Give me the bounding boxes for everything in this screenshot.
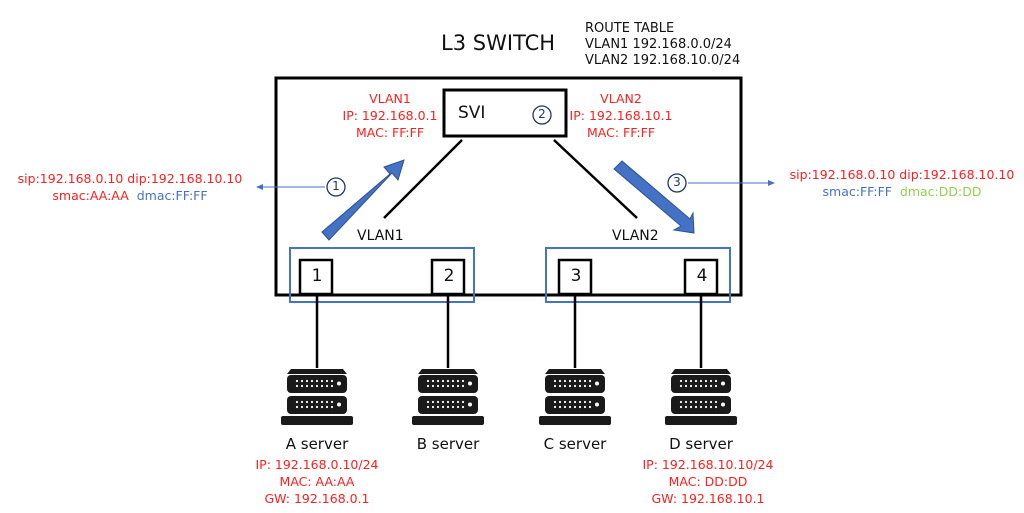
svi-vlan1-ip: IP: 192.168.0.1 [342,108,438,123]
vlan1-group [289,247,475,303]
route-entry: VLAN1 192.168.0.0/24 [585,37,732,52]
packet-out-dip: dip:192.168.10.10 [899,167,1015,182]
packet-out-info: sip:192.168.0.10 dip:192.168.10.10 smac:… [782,166,1022,200]
route-table-header: ROUTE TABLE [585,21,675,36]
vlan1-link [383,139,463,219]
step-2-circle [532,105,552,125]
port-2-label: 2 [443,266,455,286]
server-a-gw: GW: 192.168.0.1 [264,491,370,506]
packet-in-smac: smac:AA:AA [52,188,129,203]
callout-arrowhead-1 [256,184,263,190]
step-2-label: 2 [538,107,546,121]
packet-out-smac: smac:FF:FF [822,184,892,199]
packet-in-sip: sip:192.168.0.10 [17,171,124,186]
step-1-label: 1 [332,179,340,193]
flow-arrow-3 [613,160,695,234]
port-1-label: 1 [311,266,323,286]
svi-vlan2-info: VLAN2 IP: 192.168.10.1 MAC: FF:FF [565,90,677,141]
vlan2-group [545,247,731,303]
svi-vlan1-mac: MAC: FF:FF [355,125,425,140]
svi-vlan1-info: VLAN1 IP: 192.168.0.1 MAC: FF:FF [335,90,445,141]
svi-vlan2-name: VLAN2 [600,91,642,106]
server-d-name: D server [669,435,733,453]
server-d-info: IP: 192.168.10.10/24 MAC: DD:DD GW: 192.… [618,456,798,507]
port-2-box [430,258,466,296]
server-a-mac: MAC: AA:AA [279,474,355,489]
route-table: ROUTE TABLE VLAN1 192.168.0.0/24 VLAN2 1… [585,21,740,69]
step-3-label: 3 [673,175,681,189]
svi-vlan2-ip: IP: 192.168.10.1 [569,108,673,123]
packet-in-info: sip:192.168.0.10 dip:192.168.10.10 smac:… [10,170,250,204]
svi-label: SVI [458,103,486,123]
callout-arrowhead-3 [768,180,775,186]
port-4-label: 4 [696,266,708,286]
packet-in-dip: dip:192.168.10.10 [127,171,243,186]
server-a-info: IP: 192.168.0.10/24 MAC: AA:AA GW: 192.1… [237,456,397,507]
svi-vlan2-mac: MAC: FF:FF [586,125,656,140]
server-c-name: C server [543,435,607,453]
server-b-name: B server [416,435,480,453]
server-a-ip: IP: 192.168.0.10/24 [255,457,379,472]
server-icon-c [539,369,611,425]
port-3-label: 3 [570,266,582,286]
server-icon-d [665,369,737,425]
svi-vlan1-name: VLAN1 [369,91,411,106]
step-3-circle [667,173,687,193]
vlan1-label: VLAN1 [357,228,404,244]
flow-arrow-1 [321,159,405,241]
server-d-mac: MAC: DD:DD [668,474,748,489]
route-entry: VLAN2 192.168.10.0/24 [585,53,741,68]
packet-out-sip: sip:192.168.0.10 [789,167,896,182]
packet-in-dmac: dmac:FF:FF [136,188,208,203]
server-d-gw: GW: 192.168.10.1 [651,491,765,506]
server-a-name: A server [285,435,349,453]
step-1-circle [326,177,346,197]
server-icon-b [412,369,484,425]
diagram-title: L3 SWITCH [441,31,556,55]
vlan2-link [553,139,638,219]
server-d-ip: IP: 192.168.10.10/24 [642,457,774,472]
server-icon-a [281,369,353,425]
vlan2-label: VLAN2 [612,228,659,244]
packet-out-dmac: dmac:DD:DD [899,184,982,199]
port-3-box [557,258,593,296]
